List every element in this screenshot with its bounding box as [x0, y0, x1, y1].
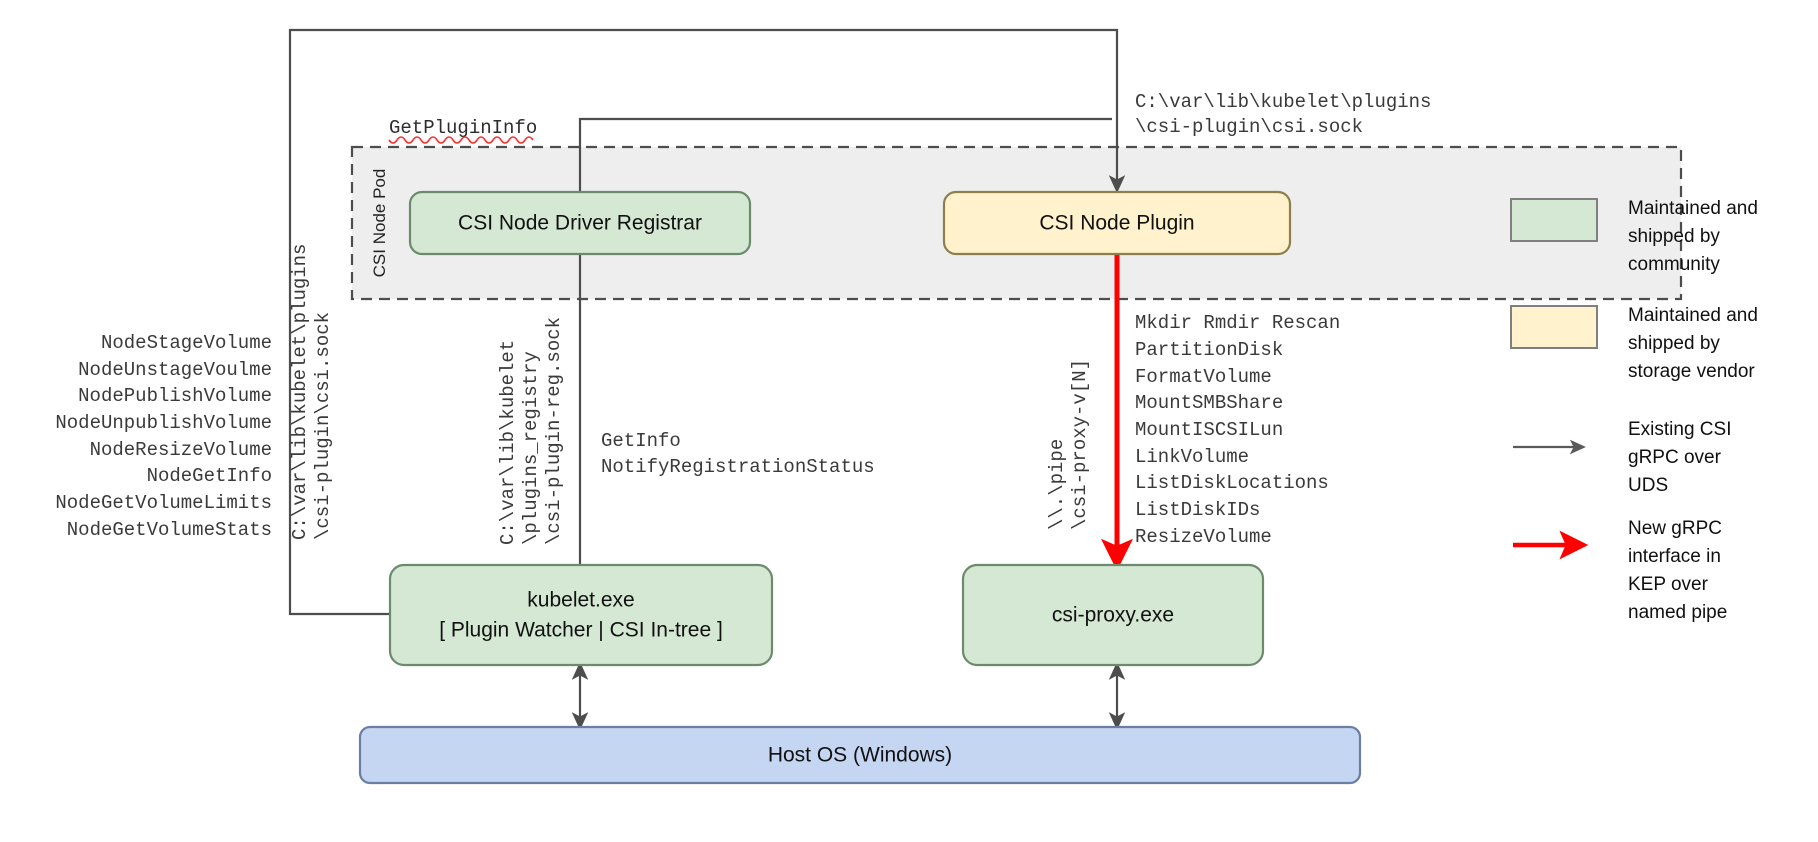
proxy-call-6: ListDiskLocations — [1135, 472, 1329, 494]
legend-vendor-line-2: storage vendor — [1628, 361, 1755, 382]
node-call-0: NodeStageVolume — [101, 332, 272, 354]
legend-new-line-1: interface in — [1628, 546, 1721, 567]
csi-socket-vertical-line-0: C:\var\lib\kubelet\plugins — [289, 244, 311, 540]
legend-new-line-3: named pipe — [1628, 602, 1727, 623]
annotation-registration-calls: GetInfo NotifyRegistrationStatus — [601, 430, 875, 478]
node-plugin-label: CSI Node Plugin — [1039, 212, 1194, 235]
annotation-csi-proxy-api-calls: Mkdir Rmdir Rescan PartitionDisk FormatV… — [1135, 312, 1340, 548]
legend-existing-line-0: Existing CSI — [1628, 419, 1731, 440]
registry-socket-vertical-line-1: \plugins_registry — [520, 351, 542, 545]
node-call-3: NodeUnpublishVolume — [55, 412, 272, 434]
host-os-box-shape — [358, 725, 1362, 785]
legend-swatch-storage-vendor — [1510, 305, 1598, 349]
proxy-call-3: MountSMBShare — [1135, 392, 1283, 414]
annotation-node-service-calls: NodeStageVolume NodeUnstageVoulme NodePu… — [55, 332, 272, 541]
node-call-2: NodePublishVolume — [78, 385, 272, 407]
registrar-label: CSI Node Driver Registrar — [458, 212, 702, 235]
box-csi-node-driver-registrar: CSI Node Driver Registrar — [408, 190, 752, 256]
proxy-call-5: LinkVolume — [1135, 446, 1249, 468]
legend-new-line-0: New gRPC — [1628, 518, 1722, 539]
registry-socket-vertical-line-0: C:\var\lib\kubelet — [497, 340, 519, 545]
node-call-7: NodeGetVolumeStats — [67, 519, 272, 541]
legend-item-new-grpc: New gRPC interface in KEP over named pip… — [1513, 518, 1727, 623]
legend-community-line-1: shipped by — [1628, 226, 1720, 247]
proxy-call-8: ResizeVolume — [1135, 526, 1272, 548]
legend-item-existing-grpc: Existing CSI gRPC over UDS — [1513, 419, 1731, 496]
legend-swatch-community — [1510, 198, 1598, 242]
registrar-box-shape — [408, 190, 752, 256]
csi-socket-vertical-line-1: \csi-plugin\csi.sock — [312, 312, 334, 540]
legend-community-line-2: community — [1628, 254, 1720, 275]
box-csi-node-plugin: CSI Node Plugin — [942, 190, 1292, 256]
csi-proxy-label: csi-proxy.exe — [1052, 604, 1174, 627]
spellcheck-squiggle-icon — [388, 136, 534, 144]
node-call-1: NodeUnstageVoulme — [78, 359, 272, 381]
kubelet-box-shape — [388, 563, 774, 667]
proxy-call-1: PartitionDisk — [1135, 339, 1283, 361]
legend-item-community: Maintained and shipped by community — [1510, 198, 1758, 275]
legend-new-line-2: KEP over — [1628, 574, 1709, 595]
node-call-4: NodeResizeVolume — [90, 439, 272, 461]
legend-community-line-0: Maintained and — [1628, 198, 1758, 219]
annotation-csi-socket-vertical: C:\var\lib\kubelet\plugins \csi-plugin\c… — [289, 244, 334, 540]
box-host-os: Host OS (Windows) — [358, 725, 1362, 785]
proxy-call-0: Mkdir Rmdir Rescan — [1135, 312, 1340, 334]
annotation-registry-socket-vertical: C:\var\lib\kubelet \plugins_registry \cs… — [497, 317, 565, 545]
box-kubelet: kubelet.exe [ Plugin Watcher | CSI In-tr… — [388, 563, 774, 667]
annotation-named-pipe-vertical: \\.\pipe \csi-proxy-v[N] — [1046, 359, 1091, 530]
proxy-call-2: FormatVolume — [1135, 366, 1272, 388]
registry-socket-vertical-line-2: \csi-plugin-reg.sock — [543, 317, 565, 545]
getplugininfo-text: GetPluginInfo — [389, 117, 537, 139]
legend-existing-line-2: UDS — [1628, 475, 1668, 496]
proxy-call-7: ListDiskIDs — [1135, 499, 1260, 521]
host-os-label: Host OS (Windows) — [768, 744, 952, 767]
node-call-5: NodeGetInfo — [147, 465, 272, 487]
legend-vendor-line-0: Maintained and — [1628, 305, 1758, 326]
plugin-socket-path-line-0: C:\var\lib\kubelet\plugins — [1135, 91, 1431, 113]
node-call-6: NodeGetVolumeLimits — [55, 492, 272, 514]
edge-getplugininfo — [578, 117, 1112, 195]
legend-existing-line-1: gRPC over — [1628, 447, 1722, 468]
named-pipe-vertical-line-1: \csi-proxy-v[N] — [1069, 359, 1091, 530]
registration-call-1: NotifyRegistrationStatus — [601, 456, 875, 478]
named-pipe-vertical-line-0: \\.\pipe — [1046, 439, 1068, 530]
node-plugin-box-shape — [942, 190, 1292, 256]
uds-edges — [288, 28, 1126, 731]
box-csi-proxy: csi-proxy.exe — [961, 563, 1265, 667]
csi-proxy-box-shape — [961, 563, 1265, 667]
legend-vendor-line-1: shipped by — [1628, 333, 1720, 354]
kubelet-label-line1: kubelet.exe — [527, 589, 634, 612]
kubelet-label-line2: [ Plugin Watcher | CSI In-tree ] — [439, 619, 723, 642]
registration-call-0: GetInfo — [601, 430, 681, 452]
csi-node-pod-label: CSI Node Pod — [370, 169, 389, 278]
legend: Maintained and shipped by community Main… — [1510, 198, 1758, 623]
annotation-getplugininfo: GetPluginInfo — [388, 117, 537, 144]
edge-kubelet-to-node-plugin — [288, 28, 1126, 616]
plugin-socket-path-line-1: \csi-plugin\csi.sock — [1135, 116, 1363, 138]
proxy-call-4: MountISCSILun — [1135, 419, 1283, 441]
legend-item-storage-vendor: Maintained and shipped by storage vendor — [1510, 305, 1758, 382]
annotation-plugin-socket-path: C:\var\lib\kubelet\plugins \csi-plugin\c… — [1135, 91, 1431, 138]
